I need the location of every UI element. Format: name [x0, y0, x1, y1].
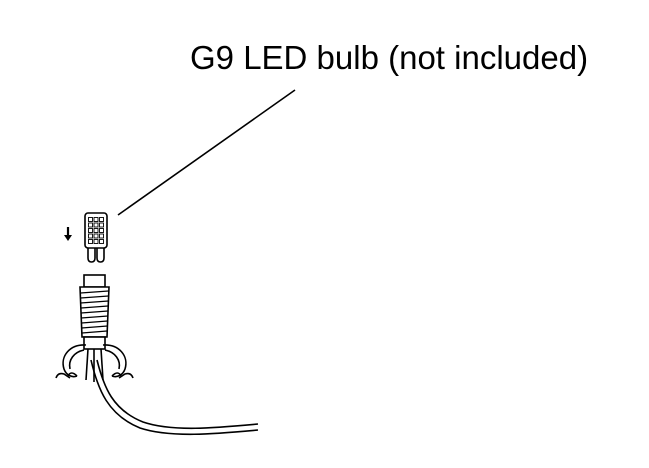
power-cable [90, 359, 259, 436]
callout-leader-line [117, 89, 296, 216]
bulb-pins [87, 248, 105, 263]
spring-clip-left [62, 344, 87, 378]
down-arrow-icon [64, 227, 72, 241]
socket-top-cap [83, 274, 106, 288]
socket-thread-lines [80, 290, 109, 334]
led-chip-grid [88, 217, 104, 244]
spring-clips [55, 344, 134, 382]
lamp-socket [79, 274, 110, 350]
g9-led-bulb [84, 212, 108, 263]
spring-clip-right [102, 344, 127, 378]
socket-neck [83, 336, 106, 350]
callout-label: G9 LED bulb (not included) [190, 39, 589, 76]
